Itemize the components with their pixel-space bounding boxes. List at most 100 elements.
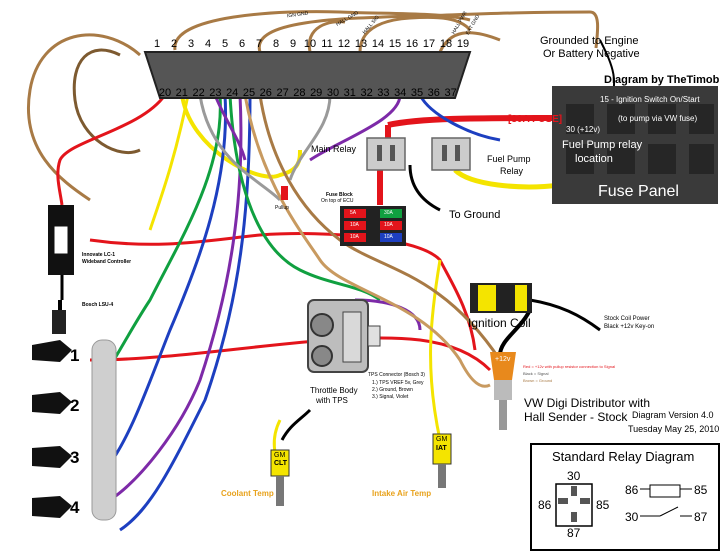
connector-pin-2: 2 — [170, 38, 178, 50]
connector-pin-21: 21 — [175, 87, 188, 99]
injector-2: 2 — [70, 396, 80, 415]
connector-pin-22: 22 — [192, 87, 205, 99]
connector-pin-12: 12 — [337, 38, 351, 50]
connector-pin-35: 35 — [410, 87, 424, 99]
relay-pin-86: 86 — [538, 498, 552, 512]
stock-coil-label-2: Black +12v Key-on — [604, 324, 655, 330]
relay-schematic-30: 30 — [625, 510, 639, 524]
connector-pin-14: 14 — [371, 38, 385, 50]
distributor-plus12v: +12v — [495, 356, 511, 363]
wideband-label-2: Wideband Controller — [82, 259, 132, 265]
connector-pin-20: 20 — [158, 87, 172, 99]
fuse-1: 5A — [350, 210, 357, 216]
connector-pin-34: 34 — [394, 87, 407, 99]
fuse-block-title-1: Fuse Block — [326, 192, 353, 198]
connector-pin-11: 11 — [321, 38, 333, 50]
relay-pin-30: 30 — [567, 469, 581, 483]
diagram-version: Diagram Version 4.0 — [632, 410, 714, 420]
fuse-30a: [30A FUSE] — [508, 114, 563, 125]
fuse-panel-cell — [566, 144, 594, 174]
distributor-label-2: Hall Sender - Stock — [524, 410, 628, 424]
pullup-label: Pullup — [275, 205, 289, 211]
throttle-body-label-1: Throttle Body — [310, 386, 358, 395]
connector-pin-33: 33 — [377, 87, 390, 99]
fuse-panel-cell — [607, 144, 635, 174]
relay-schematic-87: 87 — [694, 510, 708, 524]
relay-pin-87: 87 — [567, 526, 581, 540]
connector-pin-9: 9 — [289, 38, 297, 50]
to-ground-label: To Ground — [449, 209, 501, 221]
connector-pin-10: 10 — [303, 38, 317, 50]
fuse-3: 10A — [350, 222, 359, 228]
fuse-panel-label: Fuse Panel — [598, 183, 679, 200]
fuse-2: 30A — [384, 210, 393, 216]
main-relay-label: Main Relay — [311, 144, 357, 154]
intake-air-temp-label: Intake Air Temp — [372, 489, 432, 498]
tps-pin-3: 3.) Signal, Violet — [372, 394, 409, 400]
connector-pin-17: 17 — [422, 38, 436, 50]
connector-pin-37: 37 — [444, 87, 457, 99]
tps-pin-2: 2.) Ground, Brown — [372, 387, 413, 393]
fuse-panel-cell — [689, 144, 714, 174]
connector-pin-18: 18 — [439, 38, 453, 50]
ignition-coil-label: Ignition Coil — [468, 316, 531, 330]
wideband-label-1: Innovate LC-1 — [82, 252, 116, 258]
relay-schematic-85: 85 — [694, 483, 708, 497]
fuse-panel-cell — [648, 144, 676, 174]
ground-note-line2: Or Battery Negative — [543, 48, 640, 60]
connector-pin-26: 26 — [259, 87, 272, 99]
fuse-4: 10A — [384, 222, 393, 228]
connector-pin-6: 6 — [238, 38, 246, 50]
connector-pin-31: 31 — [343, 87, 356, 99]
stock-coil-label-1: Stock Coil Power — [604, 316, 650, 322]
injector-3: 3 — [70, 448, 80, 467]
distributor-note-2: Black = Signal — [523, 371, 549, 376]
connector-pin-8: 8 — [272, 38, 280, 50]
connector-pin-16: 16 — [405, 38, 419, 50]
injector-1: 1 — [70, 346, 80, 365]
fuse-panel-cell — [607, 104, 635, 134]
sensor-clt-2: CLT — [274, 460, 288, 467]
diagram-date: Tuesday May 25, 2010 — [628, 424, 720, 434]
fuse-panel — [552, 86, 718, 204]
fuel-pump-relay-location-2: location — [575, 153, 613, 165]
connector-pin-28: 28 — [293, 87, 306, 99]
connector-pin-30: 30 — [326, 87, 340, 99]
injector-4: 4 — [70, 498, 80, 517]
throttle-body-label-2: with TPS — [316, 396, 348, 405]
fuel-pump-relay-label-1: Fuel Pump — [487, 154, 531, 164]
connector-pin-27: 27 — [276, 87, 289, 99]
ground-note-line1: Grounded to Engine — [540, 35, 639, 47]
relay-diagram-title: Standard Relay Diagram — [552, 449, 695, 464]
plus12v-note: 30 (+12v) — [566, 125, 601, 134]
fuse-6: 10A — [384, 234, 393, 240]
connector-pin-1: 1 — [153, 38, 161, 50]
connector-pin-23: 23 — [209, 87, 222, 99]
fuse-panel-cell — [566, 104, 594, 134]
sensor-clt-1: GM — [274, 452, 286, 459]
pump-note: (to pump via VW fuse) — [618, 114, 698, 123]
connector-pin-32: 32 — [360, 87, 373, 99]
connector-pin-13: 13 — [354, 38, 368, 50]
connector-pin-19: 19 — [456, 38, 470, 50]
connector-pin-36: 36 — [427, 87, 440, 99]
relay-schematic-86: 86 — [625, 483, 639, 497]
fuse-5: 10A — [350, 234, 359, 240]
sensor-iat-1: GM — [436, 436, 448, 443]
connector-pin-7: 7 — [255, 38, 263, 50]
sensor-iat-2: IAT — [436, 445, 447, 452]
tps-connector-title: TPS Connector (Bosch 3) — [368, 372, 425, 378]
connector-pin-5: 5 — [221, 38, 229, 50]
connector-pin-29: 29 — [310, 87, 323, 99]
